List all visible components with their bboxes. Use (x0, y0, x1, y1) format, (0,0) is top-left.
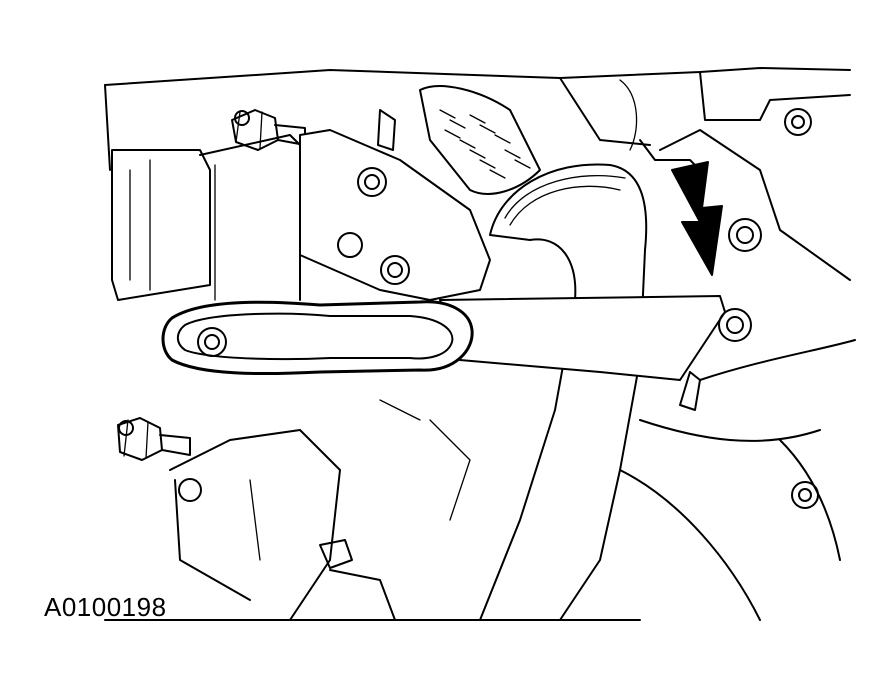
pry-bar (439, 295, 726, 381)
engine-block-outline (104, 67, 851, 171)
pointer-arrow-icon (671, 161, 723, 276)
upper-stud-nut (231, 109, 306, 151)
screwdriver-handle[interactable] (161, 300, 474, 376)
bracket-plate (299, 109, 491, 301)
curved-hose (479, 163, 648, 621)
left-module (111, 134, 301, 301)
lower-stud-nut (117, 417, 191, 461)
wiring-harness (419, 85, 541, 195)
lower-assembly (169, 399, 471, 621)
figure-id-label: A0100198 (44, 592, 167, 622)
